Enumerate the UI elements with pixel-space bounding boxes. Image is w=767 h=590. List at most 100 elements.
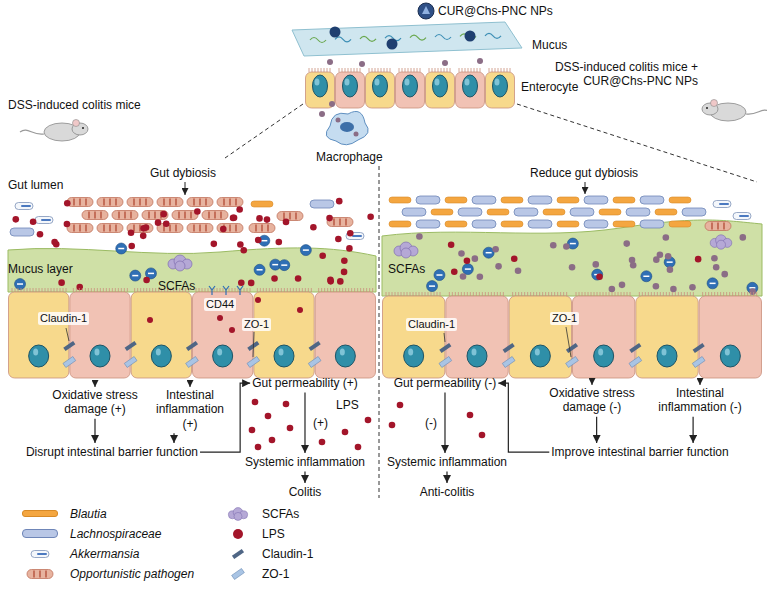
particle [511, 256, 518, 263]
text-label: ZO-1 [242, 318, 271, 331]
microvillus [302, 288, 303, 292]
pathogen-stripe [118, 212, 119, 219]
particle [128, 229, 135, 236]
pathogen-stripe [109, 199, 110, 206]
bacterium [640, 220, 664, 228]
zo-marker [439, 357, 452, 368]
particle [30, 218, 37, 225]
pathogen-cell [277, 212, 303, 221]
microvillus [545, 292, 546, 296]
bacterium [626, 208, 650, 216]
particle [416, 233, 423, 240]
pathogen-stripe [109, 225, 110, 232]
scfa-lobe [717, 240, 726, 249]
microvillus [660, 292, 661, 296]
particle [147, 317, 153, 323]
particle [140, 225, 147, 232]
microvillus [342, 68, 343, 72]
microvillus [250, 288, 251, 292]
microvillus [401, 292, 402, 296]
akkermansia-band [22, 205, 30, 207]
minus-sign [17, 283, 23, 285]
microvillus [33, 288, 34, 292]
microvillus [560, 292, 561, 296]
microvillus [449, 292, 450, 296]
bacterium [713, 201, 731, 208]
bacterium [97, 224, 123, 233]
nucleus-highlight [345, 79, 350, 86]
particle [327, 59, 333, 65]
flow-step: Oxidative stress damage (-) [542, 386, 642, 415]
zoom-line [517, 104, 757, 182]
microvillus [588, 292, 589, 296]
microvillus [220, 288, 221, 292]
microvillus [315, 68, 316, 72]
bacterium [458, 208, 482, 216]
microvillus [293, 288, 294, 292]
microvillus [127, 288, 128, 292]
microvillus [88, 288, 89, 292]
nanoparticle [418, 3, 434, 19]
flow-step: Improve intestinal barrier function [551, 445, 728, 459]
microvillus [533, 292, 534, 296]
pathogen-stripe [103, 199, 104, 206]
microvillus [651, 292, 652, 296]
zo-marker [232, 569, 245, 580]
leader-line [444, 333, 445, 342]
pathogen-stripe [214, 212, 215, 219]
microvillus [450, 68, 451, 72]
epithelial-cell [366, 72, 395, 108]
pathogen-cell [187, 198, 213, 207]
minus-sign [272, 264, 278, 266]
akkermansia-cell [15, 203, 33, 210]
microvillus [507, 68, 508, 72]
nucleus-highlight [472, 349, 477, 356]
lachnospiraceae-cell [682, 208, 706, 216]
mucus-fiber [485, 33, 501, 38]
microvillus [416, 292, 417, 296]
lachnospiraceae-cell [416, 220, 440, 228]
epithelial-cell [306, 72, 335, 108]
flow-step: Gut permeability (-) [394, 376, 497, 390]
microvillus [324, 68, 325, 72]
microvillus [476, 292, 477, 296]
bacterium [127, 198, 153, 207]
particle [663, 234, 670, 241]
particle [342, 429, 349, 436]
pathogen-cell [705, 222, 731, 231]
arrow-line [95, 380, 96, 387]
particle [336, 198, 343, 205]
lachnospiraceae-cell [514, 208, 538, 216]
minus-sign [570, 243, 576, 245]
nucleus-highlight [340, 349, 345, 356]
microvillus [281, 288, 282, 292]
akkermansia-band [740, 215, 748, 217]
epithelial-cell [193, 292, 253, 378]
text-label: Gut dybiosis [150, 166, 216, 180]
cd44-receptor [223, 286, 229, 295]
zo-marker [629, 357, 642, 368]
microvillus [417, 68, 418, 72]
mouse-icon [702, 100, 767, 122]
particle [326, 215, 333, 222]
particle [721, 271, 728, 278]
legend-swatch [233, 529, 243, 539]
particle [442, 60, 448, 66]
epithelial-cell [9, 292, 69, 378]
edge-label: (+) [311, 416, 330, 430]
microvillus [305, 288, 306, 292]
pathogen-stripe [115, 225, 116, 232]
minus-sign [486, 252, 492, 254]
lachnospiraceae-cell [640, 220, 664, 228]
flow-arrow [444, 392, 445, 453]
particle [653, 283, 660, 290]
microvillus [330, 68, 331, 72]
microvillus [690, 292, 691, 296]
bacterium [472, 196, 496, 204]
microvillus [474, 68, 475, 72]
microvillus [663, 292, 664, 296]
pathogen-stripe [235, 225, 236, 232]
pathogen-stripe [345, 219, 346, 226]
microvillus [15, 288, 16, 292]
particle [240, 247, 247, 254]
